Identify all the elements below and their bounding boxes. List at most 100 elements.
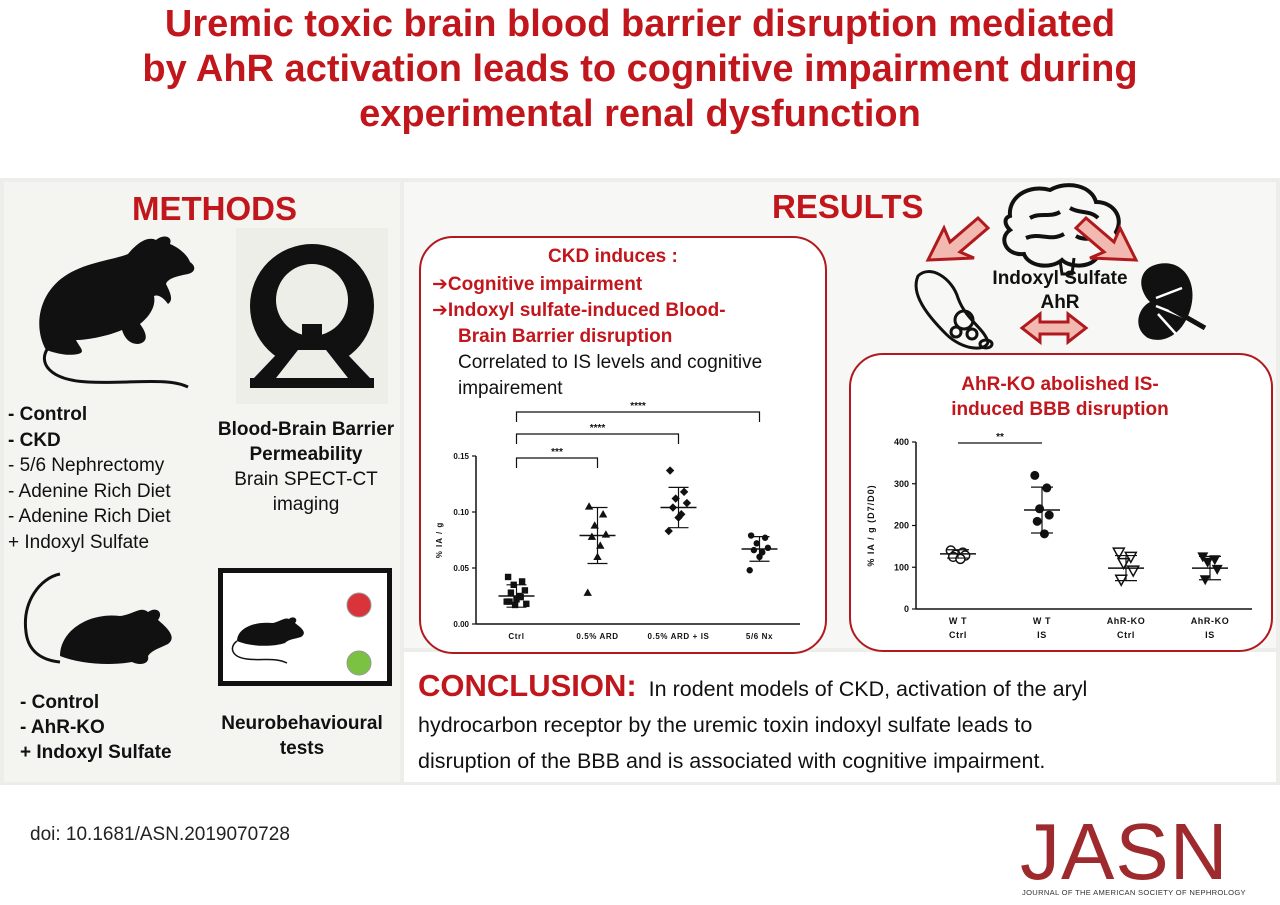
significance-bracket (515, 433, 680, 444)
doi-text: doi: 10.1681/ASN.2019070728 (30, 824, 290, 845)
data-point (750, 546, 758, 554)
arrow-right-icon: ➔ (432, 274, 448, 295)
ahr-results-box (849, 353, 1273, 652)
conclusion-panel (404, 652, 1276, 782)
data-point (1035, 504, 1045, 514)
data-point (1112, 547, 1126, 560)
finding-note: impairement (458, 378, 563, 399)
significance-label: *** (551, 447, 563, 458)
x-tick-label: 0.5% ARD + IS (648, 632, 710, 641)
data-point (1042, 483, 1052, 493)
significance-bracket (515, 411, 761, 422)
data-point (521, 587, 529, 594)
bbb-title: Permeability (249, 444, 363, 465)
rat-list-item: - Control (8, 404, 88, 425)
ahr-heading-line: induced BBB disruption (951, 399, 1169, 420)
finding-note: Correlated to IS levels and cognitive (458, 352, 763, 373)
arrow-right-icon: ➔ (432, 300, 448, 321)
bbb-subtitle: imaging (272, 494, 340, 515)
ckd-heading: CKD induces : (548, 246, 678, 267)
significance-label: **** (590, 423, 606, 434)
x-tick-label: Ctrl (1117, 630, 1135, 640)
rat-list-item: - Adenine Rich Diet (8, 506, 171, 527)
data-point (583, 588, 592, 596)
double-arrow-icons (925, 215, 1139, 346)
data-point (665, 466, 675, 475)
data-point (1030, 470, 1040, 480)
green-light (346, 650, 372, 676)
mouse-list-item: - Control (20, 692, 100, 713)
page-title: Uremic toxic brain blood barrier disrupt… (40, 2, 1240, 137)
data-point (1197, 552, 1209, 563)
significance-bracket (515, 457, 599, 468)
data-point (517, 593, 524, 601)
data-point (507, 589, 515, 596)
ahr-heading: AhR-KO abolished IS- induced BBB disrupt… (860, 372, 1260, 422)
y-axis-label: % IA / g (D7/D0) (866, 484, 876, 566)
conclusion: CONCLUSION: In rodent models of CKD, act… (418, 668, 1268, 779)
x-tick-label: W T (1033, 616, 1051, 626)
methods-heading: METHODS (132, 190, 297, 227)
y-tick-label: 400 (894, 437, 909, 447)
center-label-1: Indoxyl Sulfate (992, 268, 1127, 289)
rat-list-item: - 5/6 Nephrectomy (8, 455, 165, 476)
scanner-icon (250, 244, 374, 388)
conclusion-text: hydrocarbon receptor by the uremic toxin… (418, 713, 1033, 737)
data-point (679, 487, 689, 497)
mouse-model-list: - Control - AhR-KO + Indoxyl Sulfate (20, 690, 172, 765)
mouse-list-item: + Indoxyl Sulfate (20, 742, 172, 763)
data-point (1209, 555, 1221, 566)
rat-model-list: - Control - CKD - 5/6 Nephrectomy - Aden… (8, 402, 171, 555)
data-point (511, 601, 519, 609)
y-tick-label: 0.05 (453, 564, 469, 573)
mouse-icon (23, 572, 172, 664)
data-point (1124, 551, 1138, 564)
y-tick-label: 0.10 (453, 508, 469, 517)
title-line-1: Uremic toxic brain blood barrier disrupt… (164, 3, 1116, 45)
data-point (506, 598, 513, 605)
y-tick-label: 200 (894, 521, 909, 531)
data-point (1044, 510, 1054, 520)
x-tick-label: Ctrl (508, 632, 524, 641)
intestine-icon (914, 270, 994, 350)
y-tick-label: 0 (904, 604, 909, 614)
x-tick-label: AhR-KO (1107, 616, 1146, 626)
ahr-heading-line: AhR-KO abolished IS- (961, 374, 1159, 395)
scanner-image (236, 228, 388, 404)
data-point (682, 498, 692, 508)
significance-label: ** (996, 432, 1004, 443)
y-tick-label: 0.00 (453, 620, 469, 629)
data-point (596, 541, 605, 549)
x-tick-label: AhR-KO (1191, 616, 1230, 626)
jasn-logo: JASN (1020, 807, 1229, 896)
rat-icon (39, 236, 195, 389)
data-point (1032, 516, 1042, 526)
kidney-icon (1138, 263, 1207, 340)
neuro-label-line: tests (279, 738, 325, 759)
behaviour-test-box (218, 568, 392, 686)
jasn-logo-subtitle: JOURNAL OF THE AMERICAN SOCIETY OF NEPHR… (1022, 888, 1246, 897)
bbb-subtitle: Brain SPECT-CT (234, 469, 378, 490)
finding-2-cont: Brain Barrier disruption (458, 326, 673, 347)
red-light (346, 592, 372, 618)
data-point (584, 502, 594, 510)
organ-diagram: Indoxyl Sulfate AhR (914, 183, 1207, 350)
test-mouse-icon (231, 592, 372, 676)
x-tick-label: 5/6 Nx (746, 632, 773, 641)
data-point (753, 540, 760, 547)
data-point (761, 534, 769, 541)
data-point (598, 510, 608, 518)
x-tick-label: IS (1205, 630, 1215, 640)
ckd-findings: ➔Cognitive impairment ➔Indoxyl sulfate-i… (432, 272, 816, 402)
data-point (518, 578, 526, 585)
data-point (590, 521, 599, 529)
data-point (504, 573, 512, 581)
conclusion-text: In rodent models of CKD, activation of t… (648, 677, 1088, 701)
data-point (955, 553, 966, 565)
data-point (1202, 557, 1214, 568)
y-axis-label: % IA / g (435, 522, 444, 559)
rat-list-item: - CKD (8, 429, 61, 451)
data-point (1211, 564, 1223, 575)
